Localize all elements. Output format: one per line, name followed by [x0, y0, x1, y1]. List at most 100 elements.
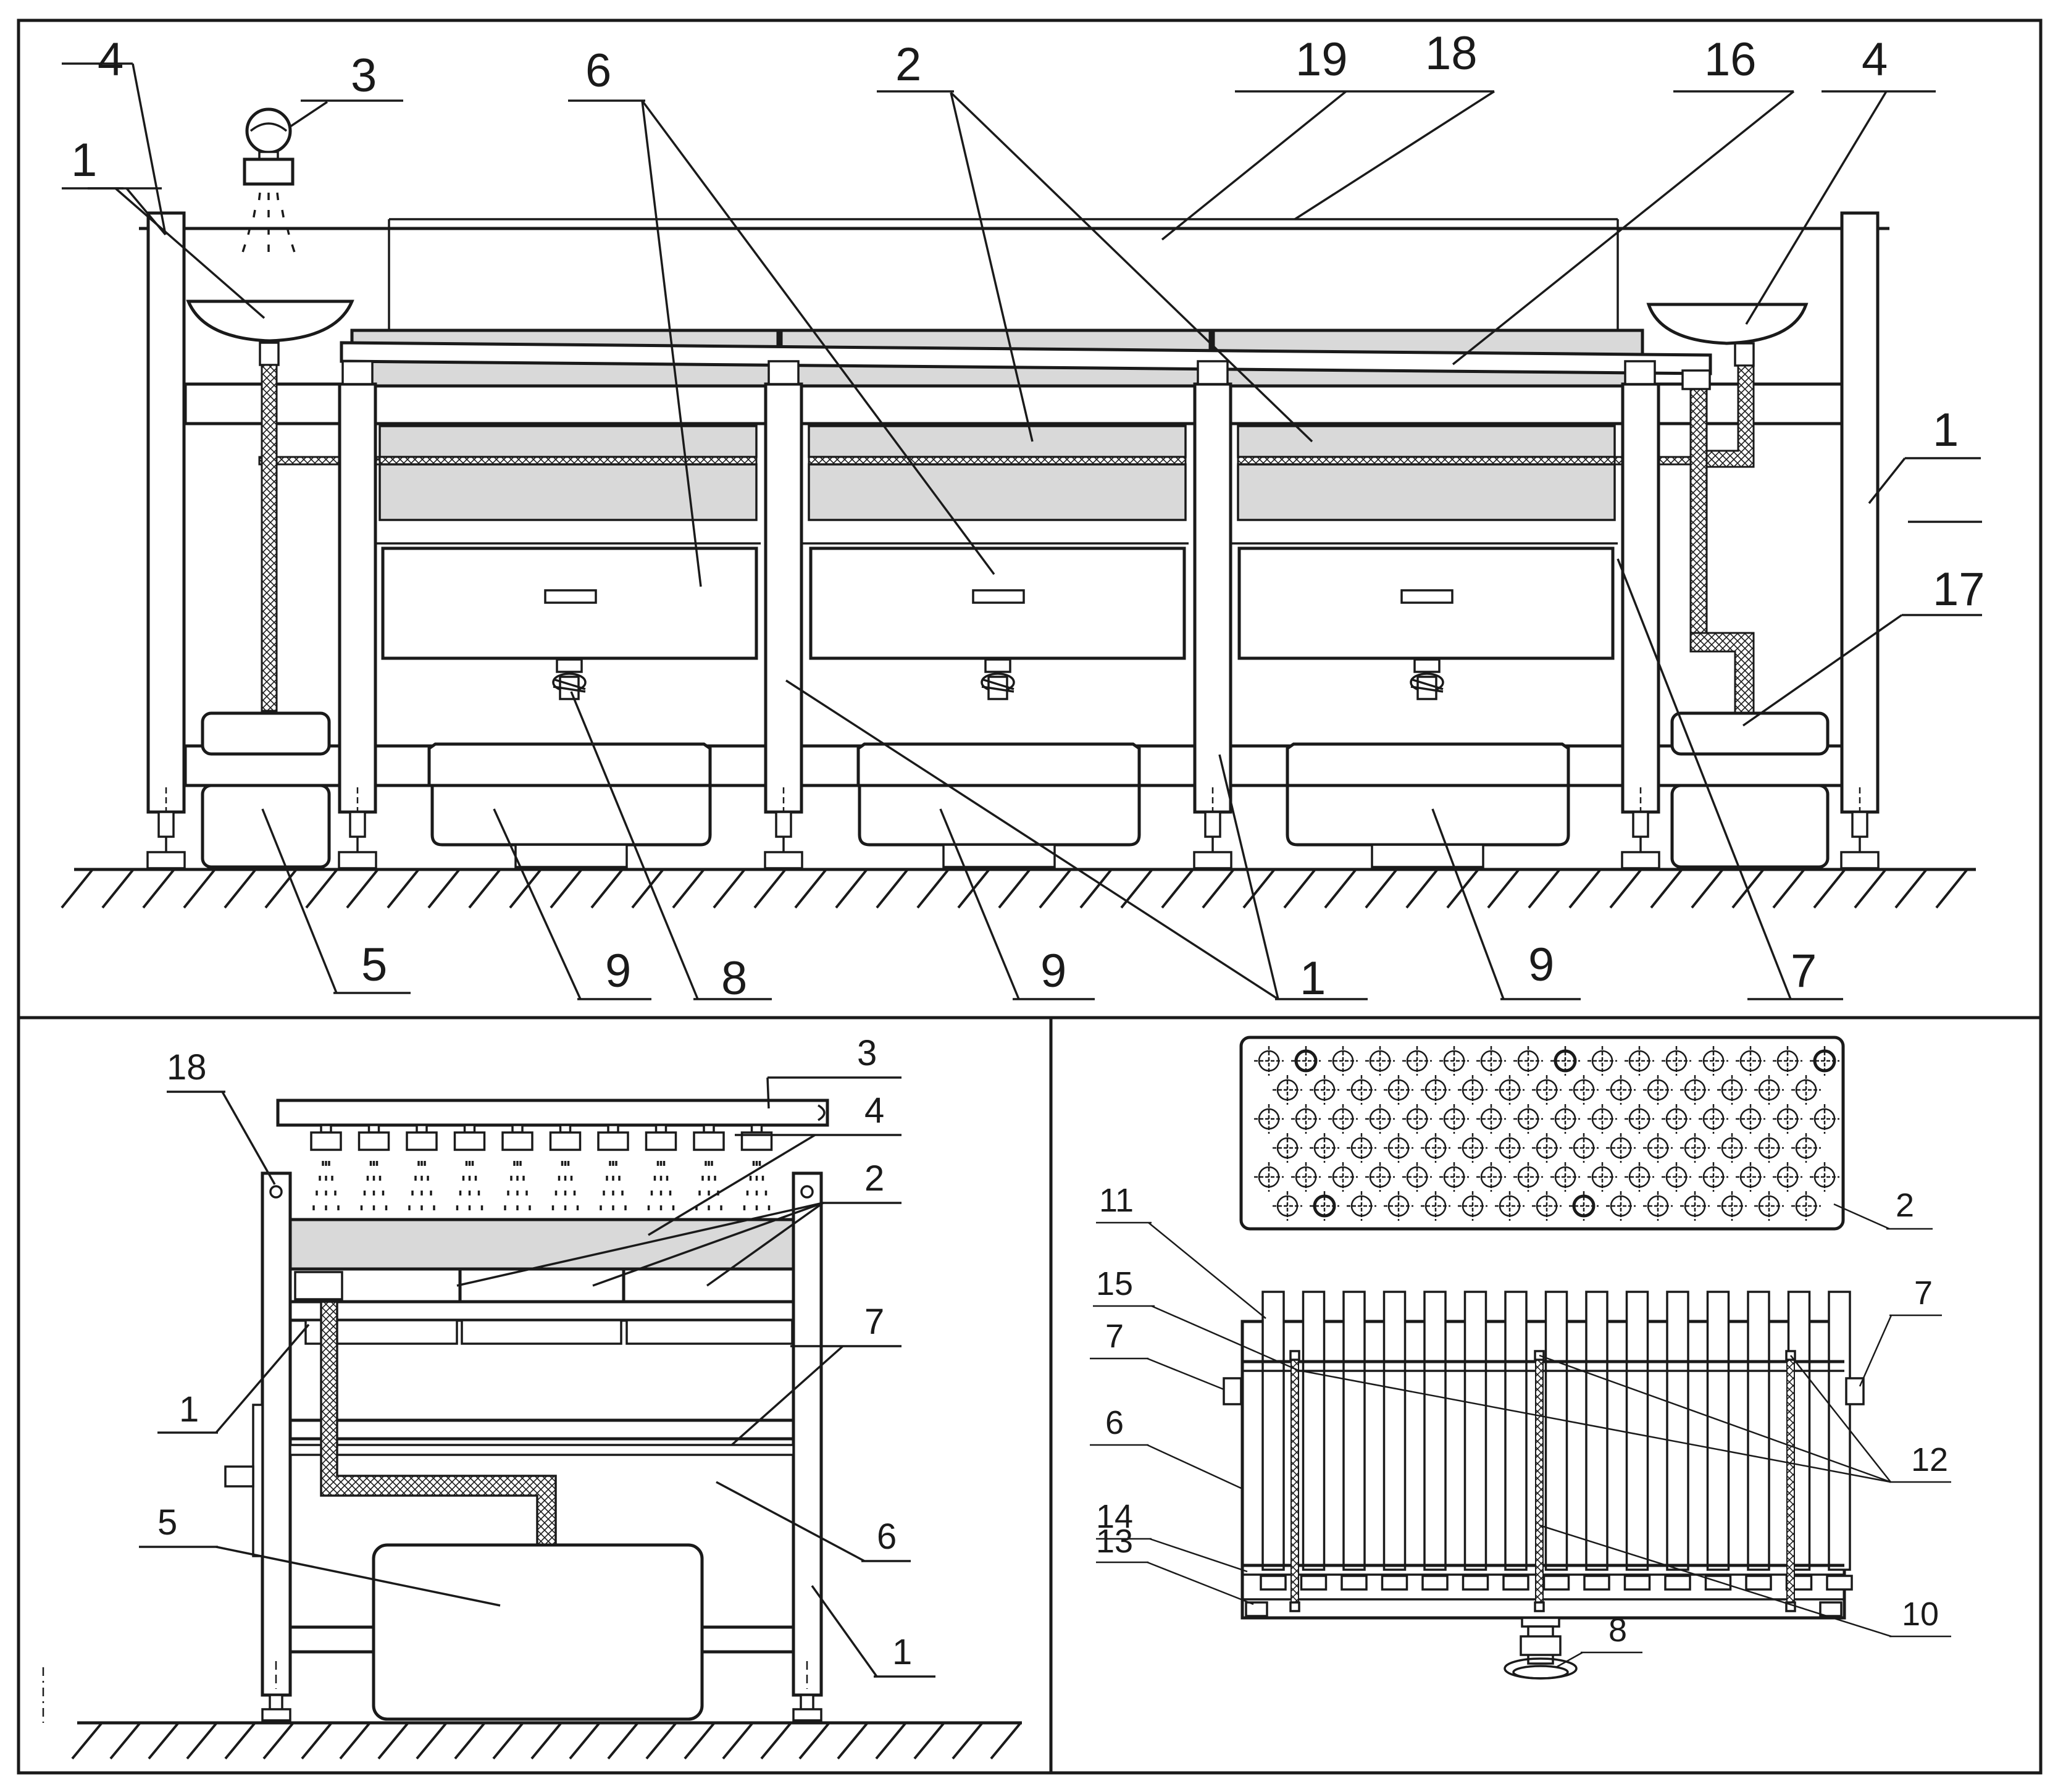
figure-frames: [17, 19, 2043, 1775]
spray-dash: [253, 209, 256, 218]
column-foot: [764, 851, 803, 869]
nozzle-head: [693, 1131, 725, 1151]
hatch-line: [509, 868, 542, 909]
bar-foot: [1502, 1575, 1529, 1591]
column: [1193, 382, 1232, 814]
label-9-tray: 9: [605, 945, 631, 997]
growth-bar: [1342, 1291, 1366, 1571]
detail-label-8: 8: [1608, 1612, 1627, 1649]
bar-foot: [1704, 1575, 1732, 1591]
hatch-line: [875, 1722, 907, 1760]
part-number-labels: 4 3 1 6 2 19 18 16 4 1 17 5 9 8 9 1 9 7: [71, 27, 1985, 1005]
detail-label-2: 2: [1896, 1187, 1914, 1224]
adjust-screw: [1204, 811, 1221, 838]
spray-dash: [247, 227, 251, 235]
hatch-line: [346, 868, 379, 909]
column: [1621, 382, 1660, 814]
bar-foot: [1826, 1575, 1853, 1591]
detail-label-7-left: 7: [1105, 1318, 1124, 1355]
hatch-line: [684, 1722, 716, 1760]
nozzle-head: [406, 1131, 438, 1151]
spray-dash: [276, 192, 280, 201]
drip-trays: [427, 742, 1570, 868]
growth-bar: [1382, 1291, 1407, 1571]
label-17: 17: [1933, 563, 1985, 616]
hatch-line: [61, 868, 94, 909]
nozzle-head: [310, 1131, 342, 1151]
rod-cap-bottom: [1289, 1601, 1300, 1612]
label-3-sprinkler: 3: [351, 49, 377, 102]
label-19: 19: [1295, 33, 1348, 86]
detail-label-10: 10: [1902, 1596, 1939, 1633]
hatch-line: [1365, 868, 1398, 909]
hatch-line: [262, 1722, 295, 1760]
hatch-line: [148, 1722, 180, 1760]
hatch-line: [1242, 868, 1276, 909]
hatch-line: [835, 868, 868, 909]
column-foot: [1840, 851, 1880, 869]
hatch-line: [454, 1722, 486, 1760]
spray-dash: [281, 209, 285, 218]
bar-foot: [1341, 1575, 1368, 1591]
hatch-line: [1528, 868, 1561, 909]
hatch-line: [672, 868, 705, 909]
hatch-line: [1079, 868, 1113, 909]
nozzle-stem: [607, 1124, 619, 1134]
growth-bar: [1544, 1291, 1568, 1571]
nozzle-head: [453, 1131, 486, 1151]
hatch-line: [101, 868, 135, 909]
hatch-line: [1650, 868, 1683, 909]
column: [146, 211, 186, 814]
side-labels: 18 3 4 2 1 7 5 6 1: [157, 1033, 912, 1672]
hatch-line: [305, 868, 338, 909]
growth-bar: [1706, 1291, 1730, 1571]
hatch-line: [530, 1722, 563, 1760]
water-pipes: [259, 341, 1755, 719]
spray-dash: [286, 227, 290, 235]
hatch-line: [722, 1722, 754, 1760]
tension-rod: [1290, 1358, 1299, 1603]
adjust-screw: [1632, 811, 1649, 838]
label-8-valve: 8: [721, 952, 747, 1005]
tray-with-bars: [1223, 1291, 1865, 1620]
nozzle-stem: [511, 1124, 524, 1134]
label-9-tray-2: 9: [1040, 945, 1066, 997]
adjust-screw: [157, 811, 175, 838]
column-cap: [341, 360, 374, 385]
hatch-line: [1609, 868, 1642, 909]
side-label-5: 5: [157, 1502, 177, 1543]
tension-rod: [1535, 1358, 1544, 1603]
side-label-4: 4: [864, 1091, 884, 1131]
hatch-line: [468, 868, 501, 909]
column-cap: [1197, 360, 1229, 385]
bar-foot: [1260, 1575, 1287, 1591]
hatch-line: [416, 1722, 448, 1760]
label-18: 18: [1425, 27, 1478, 80]
growth-bar: [1666, 1291, 1689, 1571]
nozzle-stem: [655, 1124, 667, 1134]
rod-cap-bottom: [1534, 1601, 1545, 1612]
hatch-line: [876, 868, 909, 909]
cassette-tops: [340, 329, 1712, 388]
detail-labels: 2 11 15 7 7 6 12 14 13 10 8: [1096, 1182, 1948, 1649]
column: [338, 382, 377, 814]
hatch-line: [1161, 868, 1194, 909]
drain-valves: [552, 658, 1444, 700]
hatch-line: [607, 1722, 639, 1760]
hatch-line: [1120, 868, 1153, 909]
label-7: 7: [1791, 945, 1817, 997]
hatch-line: [183, 868, 216, 909]
bar-foot: [1381, 1575, 1408, 1591]
hatch-line: [1324, 868, 1357, 909]
spray-dash: [291, 244, 296, 253]
hatch-line: [71, 1722, 103, 1760]
column-cap: [1624, 360, 1656, 385]
detail-label-12: 12: [1911, 1441, 1948, 1478]
side-label-3: 3: [857, 1033, 877, 1073]
hatch-line: [952, 1722, 984, 1760]
hatch-line: [713, 868, 746, 909]
sprinkler-bar: [276, 1099, 829, 1210]
column-cap: [768, 360, 800, 385]
bar-foot: [1664, 1575, 1691, 1591]
adjust-screw: [1851, 811, 1868, 838]
